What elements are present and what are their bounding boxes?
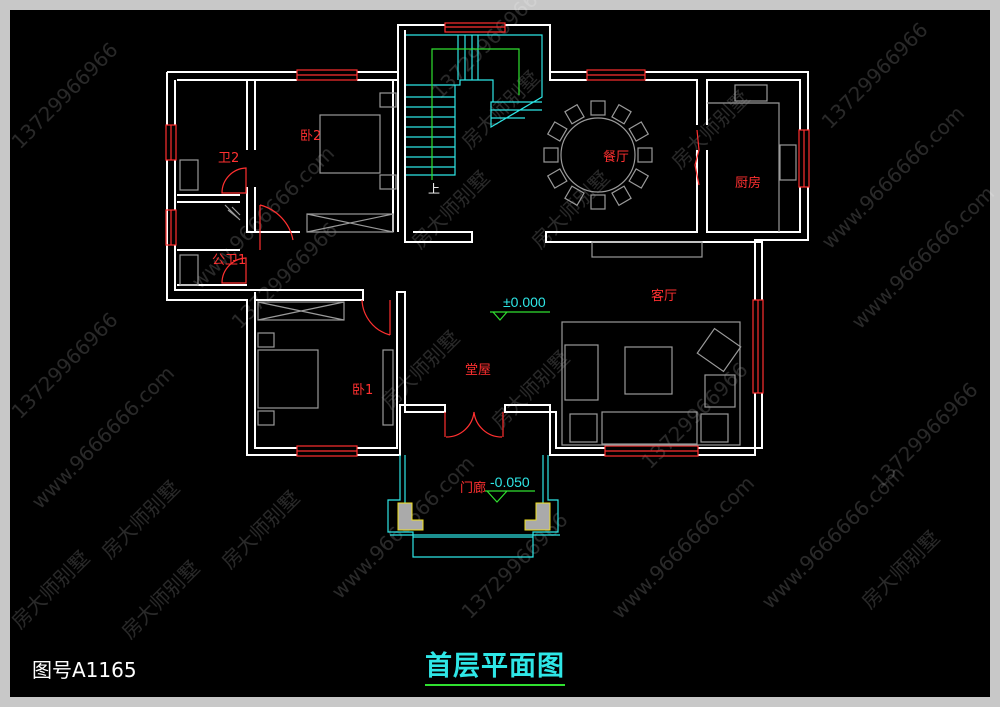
bed-bedroom2: [319, 114, 381, 174]
room-label-public-bathroom1: 公卫1: [212, 253, 246, 268]
dining-chair: [543, 147, 559, 163]
watermark-website: www.9666666.com: [187, 141, 340, 294]
armchair: [696, 327, 742, 373]
wardrobe-bedroom1: [257, 301, 345, 321]
room-label-main-hall: 堂屋: [465, 363, 491, 378]
watermark-phone: 13729966966: [457, 508, 573, 624]
drawing-number: 图号A1165: [32, 658, 137, 682]
room-label-dining-room: 餐厅: [603, 149, 629, 165]
door-bedroom2: [259, 204, 294, 250]
staircase: 上: [406, 34, 543, 196]
room-label-bedroom1: 卧1: [352, 383, 373, 398]
dining-chair: [564, 103, 585, 125]
dining-chair: [628, 168, 650, 189]
room-labels: 卫2 卧2 公卫1 卧1 堂屋 餐厅 厨房 客厅 门廊: [212, 129, 761, 496]
side-table: [569, 413, 598, 443]
kitchen-counter: [707, 102, 780, 232]
walls: [166, 24, 809, 456]
dining-chair: [611, 103, 632, 125]
nightstand: [257, 332, 275, 348]
tv-cabinet-bedroom1: [382, 349, 394, 426]
watermark-brand: 房大师别墅: [7, 546, 95, 634]
watermark-phone: 13729966966: [7, 308, 123, 424]
dining-chair: [611, 185, 632, 207]
room-label-bedroom2: 卧2: [300, 129, 321, 144]
wardrobe-bedroom2: [306, 213, 394, 233]
watermarks: 13729966966 www.9666666.com 房大师别墅 房大师别墅 …: [7, 0, 1000, 644]
watermark-brand: 房大师别墅: [487, 346, 575, 434]
toilet: [179, 159, 199, 191]
doors: [221, 129, 700, 438]
dining-chair: [637, 147, 653, 163]
room-label-bathroom2: 卫2: [218, 151, 239, 166]
nightstand: [257, 410, 275, 426]
watermark-brand: 房大师别墅: [407, 166, 495, 254]
dining-chair: [590, 194, 606, 210]
watermark-website: www.9666666.com: [607, 471, 760, 624]
room-label-kitchen: 厨房: [735, 175, 761, 191]
tv-cabinet: [591, 241, 703, 258]
watermark-brand: 房大师别墅: [377, 326, 465, 414]
dining-table: [560, 117, 636, 193]
bed-bedroom1: [257, 349, 319, 409]
porch: [387, 455, 560, 558]
coffee-table: [624, 346, 673, 395]
stair-up-label: 上: [428, 182, 440, 196]
chaise: [564, 344, 599, 401]
dining-chair: [564, 185, 585, 207]
watermark-phone: 13729966966: [817, 18, 933, 134]
living-room-rug: [561, 321, 741, 446]
door-bedroom1: [361, 299, 391, 336]
armchair: [704, 374, 736, 408]
door-main-entrance: [444, 411, 504, 438]
room-label-porch: 门廊: [460, 480, 486, 496]
dining-chair: [546, 121, 568, 142]
furniture: [179, 84, 797, 446]
elevation-floor: ±0.000: [490, 294, 550, 321]
watermark-brand: 房大师别墅: [117, 556, 205, 644]
dining-chair: [628, 121, 650, 142]
watermark-brand: 房大师别墅: [857, 526, 945, 614]
dining-chair: [590, 100, 606, 116]
elevation-porch-label: -0.050: [490, 474, 530, 490]
sofa: [601, 411, 698, 445]
stove: [734, 84, 768, 102]
nightstand: [379, 174, 397, 190]
watermark-brand: 房大师别墅: [217, 486, 305, 574]
watermark-phone: 13729966966: [867, 378, 983, 494]
toilet: [179, 254, 199, 286]
elevation-porch: -0.050: [485, 474, 535, 503]
shower: [224, 204, 241, 221]
nightstand: [379, 92, 397, 108]
elevation-floor-label: ±0.000: [503, 294, 546, 310]
door-kitchen: [694, 129, 700, 186]
drawing-title: 首层平面图: [425, 644, 565, 686]
side-table: [700, 413, 729, 443]
watermark-brand: 房大师别墅: [97, 476, 185, 564]
room-label-living-room: 客厅: [651, 288, 677, 304]
dining-chairs: [543, 100, 653, 210]
door-public-bathroom1: [221, 257, 247, 284]
watermark-phone: 13729966966: [7, 38, 123, 154]
door-bathroom2: [221, 167, 247, 194]
sink: [779, 144, 797, 181]
dining-chair: [546, 168, 568, 189]
watermark-brand: 房大师别墅: [667, 86, 755, 174]
windows: [165, 22, 810, 457]
